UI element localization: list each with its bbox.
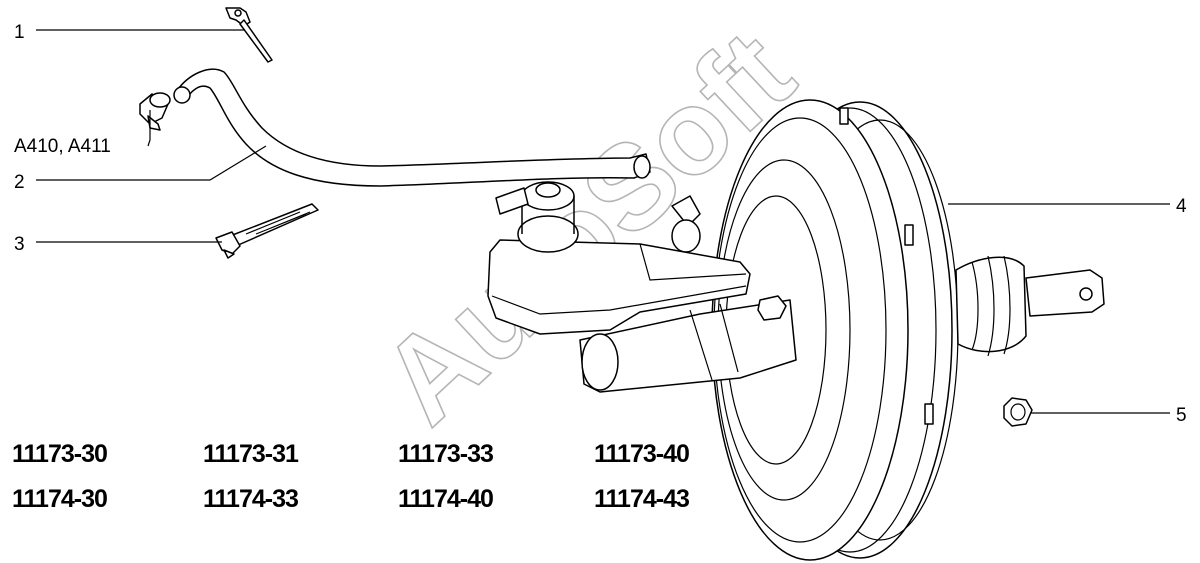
model-code: 11174-30 — [12, 485, 107, 513]
callout-1: 1 — [14, 22, 25, 43]
part-2-hose — [173, 68, 651, 187]
model-code: 11173-40 — [594, 440, 689, 468]
part-5-nut — [1003, 397, 1033, 427]
callout-3: 3 — [14, 234, 25, 255]
master-cylinder — [487, 181, 797, 393]
model-codes: 11173-30 11173-31 11173-33 11173-40 1117… — [12, 440, 690, 513]
part-4-vacuum-booster — [711, 99, 1105, 561]
callout-5: 5 — [1176, 405, 1187, 426]
model-code: 11174-40 — [398, 485, 493, 513]
callout-4: 4 — [1176, 196, 1187, 217]
part-3-cable-tie — [215, 203, 319, 259]
model-code: 11173-30 — [12, 440, 107, 468]
leader-lines — [36, 29, 1170, 414]
model-code: 11173-33 — [398, 440, 493, 468]
model-code: 11174-43 — [594, 485, 689, 513]
part-a410-plug — [139, 92, 171, 131]
callout-a410-a411: A410, A411 — [14, 136, 111, 157]
part-1-clip — [225, 7, 273, 63]
callout-2: 2 — [14, 172, 25, 193]
model-code: 11173-31 — [203, 440, 299, 468]
model-code: 11174-33 — [203, 485, 298, 513]
